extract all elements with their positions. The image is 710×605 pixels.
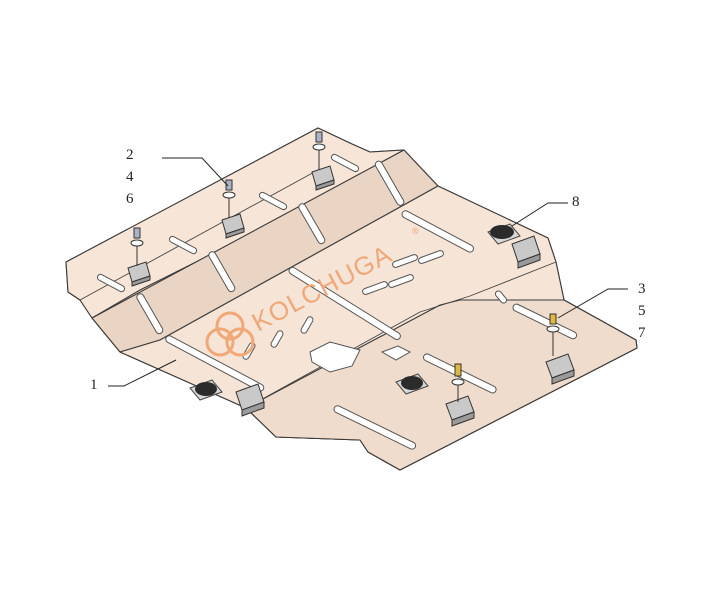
- callout-group-left: 2 4 6: [126, 144, 134, 210]
- callout-group-right: 3 5 7: [638, 278, 646, 344]
- callout-pad: 8: [572, 191, 580, 213]
- rubber-pad-icon: [487, 223, 521, 245]
- registered-mark: ®: [412, 226, 419, 236]
- callout-6: 6: [126, 191, 134, 207]
- bolt-icon: [451, 363, 465, 402]
- clip-nut-icon: [127, 261, 151, 287]
- clip-nut-icon: [511, 235, 541, 269]
- callout-2: 2: [126, 147, 134, 163]
- callout-4: 4: [126, 169, 134, 185]
- callout-3: 3: [638, 281, 646, 297]
- bolt-icon: [222, 179, 236, 218]
- washer-icon: [546, 325, 560, 333]
- rubber-pad-icon: [189, 379, 223, 401]
- clip-nut-icon: [545, 353, 575, 385]
- callout-8: 8: [572, 194, 580, 210]
- washer-icon: [312, 143, 326, 151]
- clip-nut-icon: [235, 383, 265, 417]
- washer-icon: [451, 378, 465, 386]
- bolt-icon: [130, 227, 144, 266]
- washer-icon: [130, 239, 144, 247]
- bolt-icon: [312, 131, 326, 170]
- callout-1: 1: [90, 377, 98, 393]
- callout-plate: 1: [90, 374, 98, 396]
- rubber-pad-icon: [395, 373, 429, 395]
- washer-icon: [222, 191, 236, 199]
- callout-5: 5: [638, 303, 646, 319]
- callout-7: 7: [638, 325, 646, 341]
- clip-nuts: [127, 165, 575, 427]
- brand-logo-rings: [205, 311, 255, 357]
- bolt-icon: [546, 313, 560, 356]
- rubber-pads: [189, 223, 521, 401]
- clip-nut-icon: [311, 165, 335, 191]
- clip-nut-icon: [221, 213, 245, 239]
- leader-lines: [108, 157, 628, 387]
- bolts: [130, 131, 560, 402]
- clip-nut-icon: [445, 395, 475, 427]
- ventilation-slots: [96, 153, 578, 450]
